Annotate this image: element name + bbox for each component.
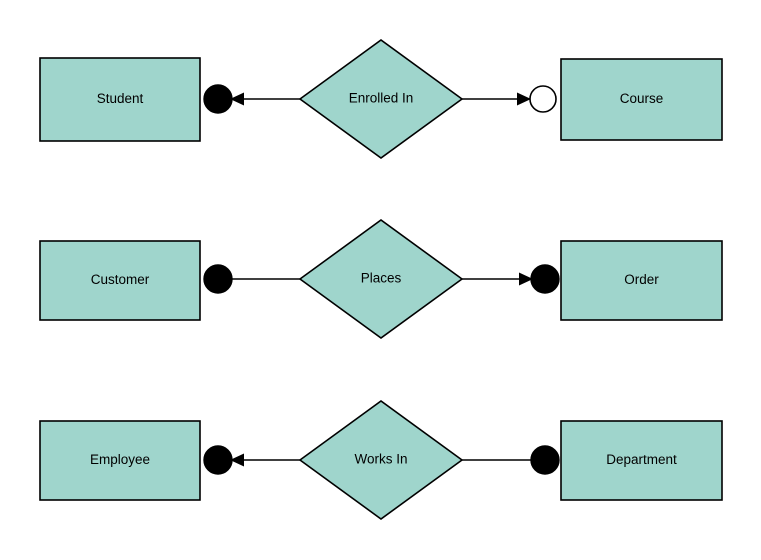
entity-label-right: Course	[620, 91, 664, 106]
cardinality-dot-filled	[203, 264, 233, 294]
arrow-head-right-icon	[517, 92, 531, 106]
relationship-diamond[interactable]	[298, 39, 464, 159]
entity-box-left[interactable]	[39, 57, 201, 142]
cardinality-dot-hollow	[529, 85, 557, 113]
cardinality-dot-filled	[530, 264, 560, 294]
arrow-head-left-icon	[230, 92, 244, 106]
relationship-row: Customer Places Order	[39, 219, 723, 339]
entity-label-left: Employee	[90, 452, 150, 467]
cardinality-dot-filled	[203, 84, 233, 114]
entity-box-right[interactable]	[560, 240, 723, 321]
entity-label-left: Student	[97, 91, 144, 106]
entity-box-left[interactable]	[39, 420, 201, 501]
relationship-row: Student Enrolled In Course	[39, 39, 723, 159]
relationship-label: Works In	[354, 452, 407, 467]
relationship-label: Places	[361, 271, 402, 286]
entity-box-right[interactable]	[560, 58, 723, 141]
arrow-head-right-icon	[519, 272, 533, 286]
relationship-label: Enrolled In	[349, 91, 414, 106]
relationship-diamond[interactable]	[298, 219, 464, 339]
entity-box-right[interactable]	[560, 420, 723, 501]
cardinality-dot-filled	[530, 445, 560, 475]
relationship-row: Employee Works In Department	[39, 400, 723, 520]
entity-label-right: Department	[606, 452, 677, 467]
relationship-diamond[interactable]	[298, 400, 464, 520]
cardinality-dot-filled	[203, 445, 233, 475]
entity-label-right: Order	[624, 272, 659, 287]
arrow-head-left-icon	[230, 453, 244, 467]
entity-box-left[interactable]	[39, 240, 201, 321]
entity-label-left: Customer	[91, 272, 150, 287]
